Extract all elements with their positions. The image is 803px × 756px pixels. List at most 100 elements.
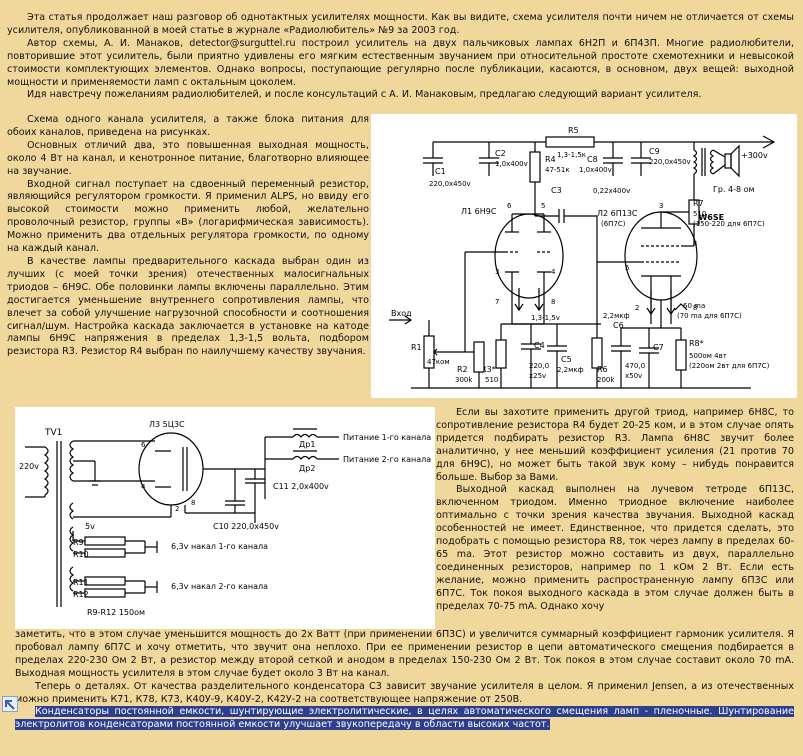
label-r9: R9 <box>73 538 84 547</box>
label-l1-pin6: 6 <box>507 202 512 210</box>
label-c11: C11 2,0х400v <box>273 482 329 491</box>
power-supply-schematic: TV1 220v Л3 5Ц3С 6 4 8 2 5v <box>15 407 435 629</box>
label-l2-alt: (6П7С) <box>601 220 626 228</box>
label-c7: C7 <box>653 343 664 352</box>
label-r4-value: 47-51к <box>545 166 570 174</box>
label-r5: R5 <box>568 126 579 135</box>
label-heater-2: 6,3v накал 2-го канала <box>171 582 268 591</box>
label-c7-voltage: х50v <box>625 372 642 380</box>
bottom-paragraph-3: Конденсаторы постоянной емкости, шунтиру… <box>15 706 794 732</box>
label-l1: Л1 6Н9С <box>461 207 497 216</box>
label-l2-pin2: 2 <box>635 304 639 312</box>
label-quiescent-current: 60 ma <box>683 302 705 310</box>
label-l3: Л3 5Ц3С <box>149 420 185 429</box>
label-r4: R4 <box>545 155 556 164</box>
amplifier-schematic: +300v R5 1,3-1,5к C1 220,0х450v C2 1,0х4… <box>371 114 797 398</box>
label-speaker: Гр. 4-8 ом <box>713 185 755 194</box>
bottom-text: заметить, что в этом случае уменьшится м… <box>15 629 794 732</box>
right-column-text: Если вы захотите применить другой триод,… <box>436 407 794 614</box>
label-output-channel-2: Питание 2-го канала <box>343 455 431 464</box>
intro-text: Эта статья продолжает наш разговор об од… <box>7 12 794 102</box>
label-c2-value: 1,0х400v <box>495 160 528 168</box>
highlighted-text[interactable]: Конденсаторы постоянной емкости, шунтиру… <box>15 706 794 731</box>
label-c1: C1 <box>435 167 446 176</box>
label-l1-pin4: 4 <box>551 268 556 276</box>
label-c9-value: 220,0х450v <box>649 158 691 166</box>
label-heater-1: 6,3v накал 1-го канала <box>171 542 268 551</box>
label-r2-value: 300k <box>455 376 473 384</box>
label-l2-pin3: 3 <box>659 202 663 210</box>
label-l1-pin8: 8 <box>551 298 555 306</box>
label-r1-value: 47ком <box>427 358 450 366</box>
label-l1-pin5: 5 <box>541 202 545 210</box>
label-c8: C8 <box>587 155 598 164</box>
label-r6: R6 <box>597 365 608 374</box>
label-r3: R3* <box>481 365 496 374</box>
label-l2: Л2 6П13С <box>597 209 638 218</box>
label-l3-pin8: 8 <box>191 499 195 507</box>
label-l1-pin7: 7 <box>495 298 499 306</box>
label-transformer: TW6SE <box>693 213 724 222</box>
label-r1: R1 <box>411 343 422 352</box>
label-r8-alt: (220ом 2вт для 6П7С) <box>689 362 770 370</box>
label-c6: C6 <box>613 321 624 330</box>
left-paragraph-2: Основных отличий два, это повышенная вых… <box>7 139 369 177</box>
bottom-paragraph-1: заметить, что в этом случае уменьшится м… <box>15 629 794 679</box>
label-c8-value: 1,0х400v <box>579 166 612 174</box>
label-c4-voltage: х25v <box>529 372 546 380</box>
label-choke-1: Др1 <box>299 440 315 449</box>
label-mains-voltage: 220v <box>19 462 39 471</box>
label-r2: R2 <box>457 365 468 374</box>
left-paragraph-3: Входной сигнал поступает на сдвоенный пе… <box>7 178 369 255</box>
label-l3-pin6: 6 <box>141 441 146 449</box>
label-r12: R12 <box>73 590 89 599</box>
label-r7-alt: (150-220 для 6П7С) <box>693 220 765 228</box>
label-c3-value: 0,22х400v <box>593 187 630 195</box>
label-l2-pin5: 5 <box>625 264 629 272</box>
label-r7: R7 <box>693 199 704 208</box>
label-c9: C9 <box>649 147 660 156</box>
label-b-plus: +300v <box>741 151 768 160</box>
label-input: Вход <box>391 309 412 318</box>
label-c7-value: 470,0 <box>625 362 645 370</box>
right-paragraph-2: Выходной каскад выполнен на лучевом тетр… <box>436 484 794 612</box>
label-l3-pin2: 2 <box>175 505 179 513</box>
label-l1-pin3: 3 <box>495 268 499 276</box>
label-c6-value: 2,2мкф <box>603 312 630 320</box>
label-c5: C5 <box>561 355 572 364</box>
label-l3-pin4: 4 <box>141 483 146 491</box>
intro-paragraph-2: Автор схемы, А. И. Манаков, detector@sur… <box>7 37 794 88</box>
label-r8-value: 500ом 4вт <box>689 352 727 360</box>
label-r3-value: 510 <box>485 376 498 384</box>
left-column-text: Схема одного канала усилителя, а также б… <box>7 114 369 359</box>
label-cathode-voltage: 1,3-1,5v <box>531 314 560 322</box>
label-l2-pin4: 4 <box>693 240 698 248</box>
right-paragraph-1: Если вы захотите применить другой триод,… <box>436 407 794 483</box>
label-r5-value: 1,3-1,5к <box>557 151 586 159</box>
label-c5-value: 2,2мкф <box>557 366 584 374</box>
label-filament-5v: 5v <box>85 522 95 531</box>
label-r10: R10 <box>73 550 89 559</box>
label-r8: R8* <box>689 339 704 348</box>
label-output-channel-1: Питание 1-го канала <box>343 433 431 442</box>
scroll-to-top-icon[interactable] <box>2 696 18 712</box>
label-c3: C3 <box>551 186 562 195</box>
label-c2: C2 <box>495 149 506 158</box>
label-choke-2: Др2 <box>299 464 315 473</box>
label-r7-value: 510 <box>693 210 706 218</box>
left-paragraph-4: В качестве лампы предварительного каскад… <box>7 255 369 358</box>
label-r11: R11 <box>73 578 89 587</box>
label-c10: C10 220,0х450v <box>213 522 279 531</box>
label-r6-value: 200k <box>597 376 615 384</box>
label-heater-resistors: R9-R12 150ом <box>87 608 145 617</box>
left-paragraph-1: Схема одного канала усилителя, а также б… <box>7 114 369 138</box>
label-l2-pin8: 8 <box>693 304 697 312</box>
intro-paragraph-1: Эта статья продолжает наш разговор об од… <box>7 12 794 36</box>
label-c4: C4 <box>534 341 545 350</box>
intro-paragraph-3: Идя навстречу пожеланиям радиолюбителей,… <box>27 89 702 101</box>
label-quiescent-current-alt: (70 ma для 6П7С) <box>677 312 742 320</box>
label-c4-value: 220,0 <box>529 362 549 370</box>
label-c1-value: 220,0х450v <box>429 180 471 188</box>
bottom-paragraph-2: Теперь о деталях. От качества разделител… <box>15 680 794 705</box>
label-tv1: TV1 <box>44 428 62 438</box>
